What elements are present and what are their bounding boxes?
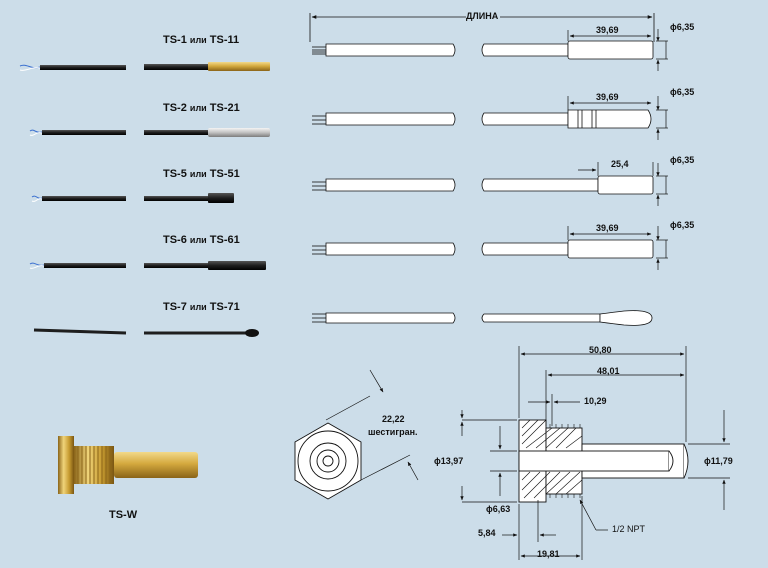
tip-length-ts6: 39,69 [596,223,619,233]
diameter-ts6: ϕ6,35 [670,220,695,230]
sensor-photo-ts1 [19,62,270,71]
tip-length-ts2: 39,69 [596,92,619,102]
sensor-label-ts2: TS-2 или TS-21 [163,102,240,114]
sensor-drawing-ts6 [312,239,654,259]
hex-label: шестигран. [368,427,418,437]
tip-length-ts1: 39,69 [596,25,619,35]
sensor-label-ts6: TS-6 или TS-61 [163,234,240,246]
dim-11-79: ϕ11,79 [704,456,733,466]
sensor-photo-ts5 [31,193,234,203]
sensor-label-ts1: TS-1 или TS-11 [163,34,240,46]
hex-end-view [294,422,362,500]
diameter-ts2: ϕ6,35 [670,87,695,97]
thermowell-label: TS-W [109,509,138,521]
dim-6-63: ϕ6,63 [486,504,511,514]
sensor-label-ts7: TS-7 или TS-71 [163,301,240,313]
diameter-ts5: ϕ6,35 [670,155,695,165]
diameter-ts1: ϕ6,35 [670,22,695,32]
sensor-label-ts5: TS-5 или TS-51 [163,168,240,180]
dim-13-97: ϕ13,97 [434,456,464,466]
thread-label: 1/2 NPT [612,524,646,534]
sensor-drawing-ts2 [312,109,652,129]
tip-length-ts5: 25,4 [611,159,629,169]
sensor-drawing-ts5 [312,175,654,195]
sensor-photo-ts2 [29,128,270,137]
sensor-drawing-ts7 [312,310,653,326]
thermowell-photo [58,436,198,494]
dim-10-29: 10,29 [584,396,607,406]
sensor-drawing-ts1 [312,40,654,60]
length-label: ДЛИНА [466,11,499,21]
dim-50-80: 50,80 [589,345,612,355]
sensor-photo-ts6 [29,261,266,270]
dim-5-84: 5,84 [478,528,496,538]
hex-size: 22,22 [382,414,405,424]
sensor-photo-ts7 [33,328,259,337]
thermowell-section [518,419,689,503]
dim-48-01: 48,01 [597,366,620,376]
dim-19-81: 19,81 [537,549,560,559]
